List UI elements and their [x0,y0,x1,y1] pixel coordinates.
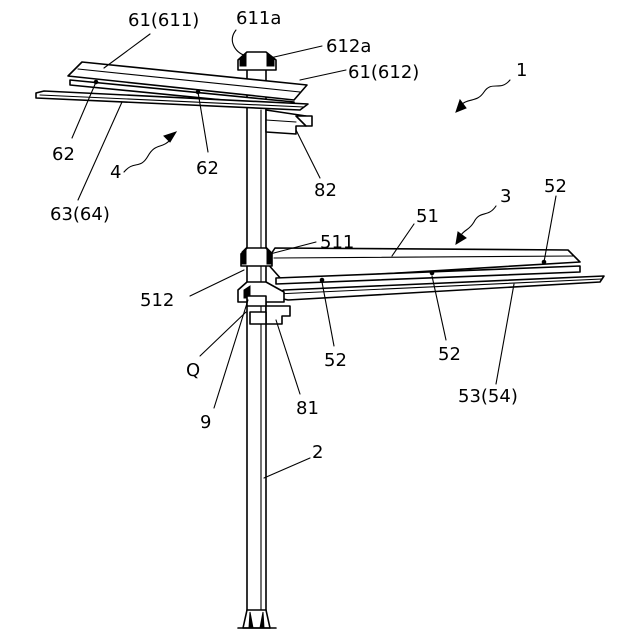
pole-base [238,610,276,628]
label-52-left: 52 [324,350,347,371]
label-62-left: 62 [52,144,75,165]
label-1: 1 [516,60,527,81]
label-61-612: 61(612) [348,62,419,83]
label-Q: Q [186,360,200,381]
label-9: 9 [200,412,211,433]
label-2: 2 [312,442,323,463]
label-52-middle: 52 [438,344,461,365]
label-82: 82 [314,180,337,201]
lower-shelf-assembly [238,248,604,324]
label-62-right: 62 [196,158,219,179]
label-612a: 612a [326,36,371,57]
label-53-54: 53(54) [458,386,518,407]
label-51: 51 [416,206,439,227]
label-81: 81 [296,398,319,419]
label-52-top: 52 [544,176,567,197]
upper-shelf-assembly [36,52,312,134]
pole [247,56,266,612]
label-4: 4 [110,162,121,183]
label-3: 3 [500,186,511,207]
label-611a: 611a [236,8,281,29]
label-63-64: 63(64) [50,204,110,225]
label-512: 512 [140,290,174,311]
label-511: 511 [320,232,354,253]
label-61-611: 61(611) [128,10,199,31]
